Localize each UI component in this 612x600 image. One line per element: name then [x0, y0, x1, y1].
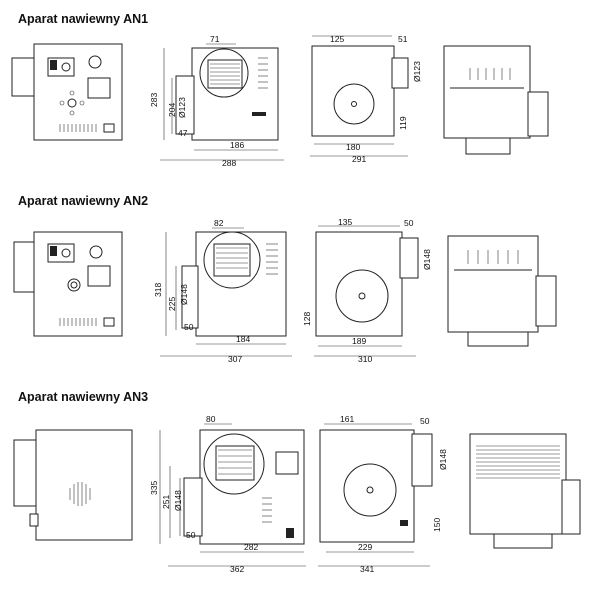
an2-front-view: [13, 231, 123, 337]
an3-dim-top-left: 161: [340, 414, 354, 424]
an2-dim-top-pipe: 82: [214, 218, 224, 228]
an1-dim-base-side: 180: [346, 142, 360, 152]
an3-front-view: [13, 429, 133, 541]
an3-dim-top-pipe: 80: [206, 414, 216, 424]
section-title-an3: Aparat nawiewny AN3: [18, 390, 149, 404]
an1-inner-view: 71 283 204 Ø123 47 186 288: [149, 34, 284, 168]
an3-dim-pipe-dia: Ø148: [173, 490, 183, 511]
an2-dim-width-total: 307: [228, 354, 242, 364]
an2-dim-pipe-dia: Ø148: [179, 284, 189, 305]
an3-drawings: 80 335 251 Ø148 50 282 362 161 50 Ø148 1…: [13, 414, 581, 574]
an3-dim-base-inner: 282: [244, 542, 258, 552]
an2-dim-width-side: 310: [358, 354, 372, 364]
an3-dim-top-right: 50: [420, 416, 430, 426]
an2-side-view: 135 50 Ø148 128 189 310: [302, 217, 432, 364]
an1-dim-top-pipe: 71: [210, 34, 220, 44]
an2-back-view: [447, 235, 557, 347]
an1-front-view: [11, 43, 123, 141]
an1-dim-base-inner: 186: [230, 140, 244, 150]
section-title-an1: Aparat nawiewny AN1: [18, 12, 149, 26]
an2-dim-top-right: 50: [404, 218, 414, 228]
an1-side-view: 125 51 Ø123 119 180 291: [310, 34, 422, 164]
an1-dim-height-inner: 204: [167, 103, 177, 117]
an2-dim-height-total: 318: [153, 283, 163, 297]
an3-side-view: 161 50 Ø148 150 229 341: [318, 414, 448, 574]
an2-dim-height-inner: 225: [167, 297, 177, 311]
an3-dim-width-side: 341: [360, 564, 374, 574]
an3-back-view: [469, 433, 581, 549]
an3-inner-view: 80 335 251 Ø148 50 282 362: [149, 414, 306, 574]
an2-dim-offset-left: 50: [184, 322, 194, 332]
an1-dim-width-side: 291: [352, 154, 366, 164]
an2-dim-base-side: 189: [352, 336, 366, 346]
an2-dim-base-inner: 184: [236, 334, 250, 344]
an1-dim-pipe-dia-side: Ø123: [412, 61, 422, 82]
an2-inner-view: 82 318 225 Ø148 50 184 307: [153, 218, 292, 364]
an3-dim-base-side: 229: [358, 542, 372, 552]
an3-dim-pipe-dia-side: Ø148: [438, 449, 448, 470]
an1-dim-top-left: 125: [330, 34, 344, 44]
an1-drawings: 71 283 204 Ø123 47 186 288 125 51 Ø123 1…: [11, 34, 549, 168]
an2-drawings: 82 318 225 Ø148 50 184 307 135 50 Ø148 1…: [13, 217, 557, 364]
an3-dim-height-inner: 251: [161, 495, 171, 509]
an2-dim-pipe-dia-side: Ø148: [422, 249, 432, 270]
an1-dim-height-total: 283: [149, 93, 159, 107]
section-title-an2: Aparat nawiewny AN2: [18, 194, 149, 208]
an3-dim-height-total: 335: [149, 481, 159, 495]
an1-dim-pipe-dia: Ø123: [177, 97, 187, 118]
an1-dim-side-height: 119: [398, 116, 408, 130]
an1-dim-top-right: 51: [398, 34, 408, 44]
an1-dim-width-total: 288: [222, 158, 236, 168]
an2-dim-top-left: 135: [338, 217, 352, 227]
an1-back-view: [443, 45, 549, 155]
an3-dim-width-total: 362: [230, 564, 244, 574]
an2-dim-side-height: 128: [302, 312, 312, 326]
an1-dim-offset-left: 47: [178, 128, 188, 138]
an3-dim-side-height: 150: [432, 518, 442, 532]
an3-dim-offset-left: 50: [186, 530, 196, 540]
